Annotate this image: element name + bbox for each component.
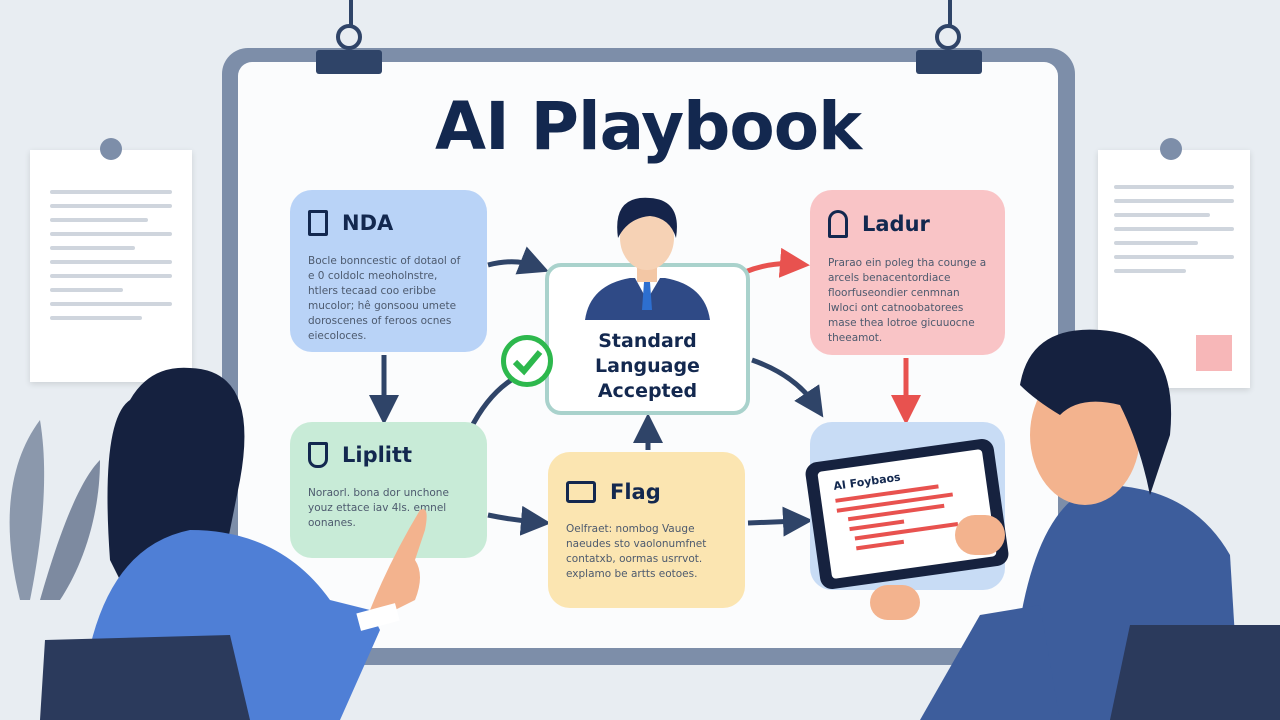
woman-presenter [40,367,427,720]
chair [1110,625,1280,720]
node-body: Prarao ein poleg tha counge a arcels ben… [828,257,987,344]
node-nda: NDA Bocle bonncestic of dotaol of e 0 co… [290,190,487,352]
hand [870,585,920,620]
node-liplitt: Liplitt Noraorl. bona dor unchone youz e… [290,422,487,558]
arrow-nda-to-standard [487,246,549,275]
pin-icon [100,138,122,160]
chair [40,635,250,720]
document-icon [308,210,328,236]
node-title: NDA [342,211,394,235]
node-body: Noraorl. bona dor unchone youz ettace ia… [308,487,449,529]
jar-icon [308,442,328,468]
node-flag: Flag Oelfraet: nombog Vauge naeudes sto … [548,452,745,608]
sticky-note [1196,335,1232,371]
board-title: AI Playbook [435,88,862,165]
lock-icon [828,210,848,238]
hand [955,515,1005,555]
node-title: Ladur [862,212,930,236]
tablet-title: AI Foybaos [832,470,902,493]
pin-icon [1160,138,1182,160]
check-icon [501,335,553,387]
arrow-liplitt-to-flag [487,505,551,536]
arrow-standard-to-ladur [744,247,810,278]
background-plant [0,400,110,600]
node-title: Standard Language Accepted [595,330,700,402]
node-title: Liplitt [342,443,413,467]
board-clip [316,50,382,74]
tablet: AI Foybaos [804,437,1010,591]
board-clip [916,50,982,74]
node-body: Oelfraet: nombog Vauge naeudes sto vaolo… [566,523,707,580]
arrow-flag-to-tablet [747,506,813,537]
node-body: Bocle bonncestic of dotaol of e 0 coldol… [308,255,461,342]
left-paper [30,138,192,382]
man-with-tablet [920,329,1280,720]
arrow-liplitt-to-standard [467,372,522,432]
person-icon [585,197,710,320]
arrow-standard-to-right [751,357,824,418]
node-ladur: Ladur Prarao ein poleg tha counge a arce… [810,190,1005,355]
flag-window-icon [566,481,596,503]
node-title: Flag [610,480,661,504]
